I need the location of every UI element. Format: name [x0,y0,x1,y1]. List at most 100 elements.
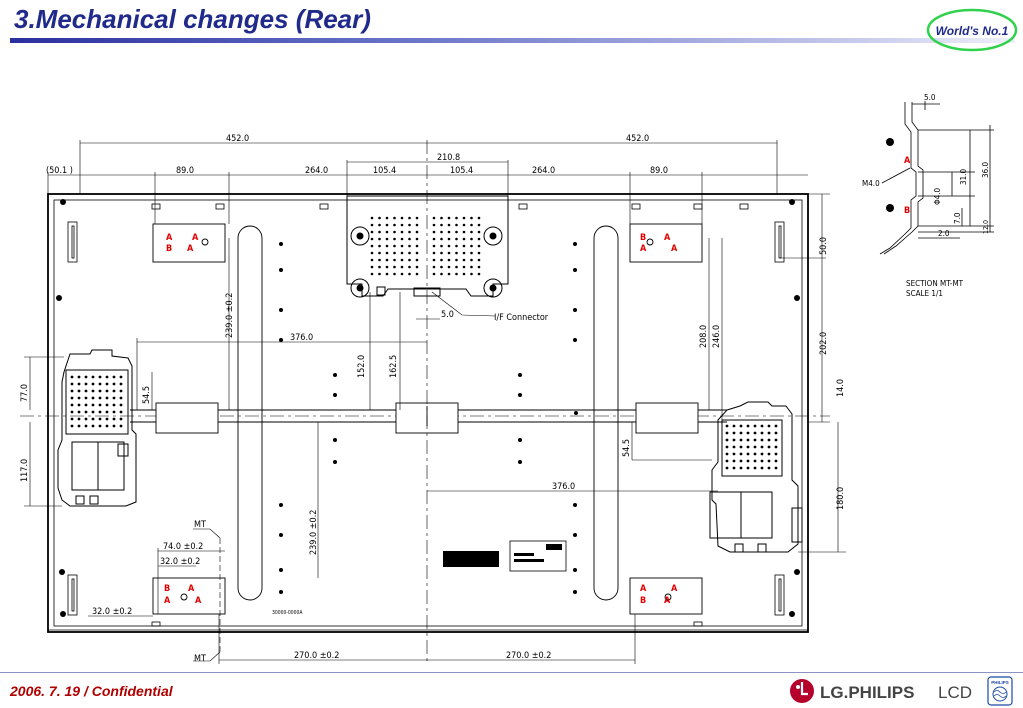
page-title: 3.Mechanical changes (Rear) [14,4,371,34]
vent-hole [119,410,123,414]
vent-hole [447,265,451,269]
vent-hole [70,382,74,386]
svg-text:PHILIPS: PHILIPS [991,680,1009,685]
vent-hole [477,272,481,276]
interface-board-vents [370,216,481,276]
vent-hole [91,403,95,407]
svg-text:I/F Connector: I/F Connector [494,313,549,323]
vent-hole [415,244,419,248]
vent-hole [477,223,481,227]
vent-hole [385,223,389,227]
vent-hole [477,258,481,262]
vent-hole [370,272,374,276]
svg-text:A: A [671,244,678,254]
svg-text:105.4: 105.4 [373,166,396,176]
svg-text:180.0: 180.0 [836,487,846,510]
svg-text:7.0: 7.0 [953,212,962,224]
vent-hole [70,375,74,379]
svg-text:B: B [640,233,646,243]
vent-hole [477,237,481,241]
vent-hole [440,223,443,227]
vent-hole [732,431,736,435]
right-module [709,401,803,553]
vent-hole [462,265,466,269]
vent-hole [774,431,778,435]
svg-text:50.0: 50.0 [819,237,829,255]
vent-hole [753,466,757,470]
vent-hole [119,389,123,393]
right-module-vents [725,424,778,470]
vent-hole [105,417,109,421]
svg-text:239.0 ±0.2: 239.0 ±0.2 [225,293,235,338]
vent-hole [91,396,95,400]
vent-hole [112,424,116,428]
vent-hole [84,410,88,414]
vent-hole [84,403,88,407]
vent-hole [70,417,74,421]
vent-hole [84,396,88,400]
vent-hole [462,258,466,262]
vent-hole [385,272,389,276]
vent-hole [725,466,729,470]
vent-hole [774,445,778,449]
svg-text:264.0: 264.0 [305,166,328,176]
vent-hole [462,230,466,234]
vent-hole [462,223,466,227]
svg-text:MT: MT [194,520,206,530]
svg-text:246.0: 246.0 [712,325,722,348]
vent-hole [477,216,481,220]
vent-hole [725,438,729,442]
svg-text:30000-0000A: 30000-0000A [272,610,303,616]
title-underline-bar [10,38,1015,43]
vent-hole [725,459,729,463]
vent-hole [370,265,374,269]
vent-hole [432,244,436,248]
vent-hole [400,230,404,234]
svg-text:74.0 ±0.2: 74.0 ±0.2 [163,542,203,552]
vent-hole [746,452,750,456]
vent-hole [470,216,473,220]
vent-hole [432,237,436,241]
svg-text:152.0: 152.0 [357,355,367,378]
vent-hole [91,375,95,379]
svg-text:32.0 ±0.2: 32.0 ±0.2 [160,557,200,567]
svg-text:A: A [640,584,647,594]
interface-board [346,195,509,298]
vent-hole [378,216,381,220]
vent-hole [408,230,411,234]
svg-text:376.0: 376.0 [552,482,575,492]
vent-hole [105,375,109,379]
vent-hole [385,251,389,255]
vent-hole [77,389,81,393]
vent-hole [385,237,389,241]
svg-text:239.0 ±0.2: 239.0 ±0.2 [309,510,319,555]
vent-hole [767,466,771,470]
vent-hole [455,223,458,227]
vent-hole [105,403,109,407]
vent-hole [415,230,419,234]
vent-hole [70,424,74,428]
vent-hole [440,251,443,255]
left-module-vents [70,375,123,428]
vent-hole [415,251,419,255]
vent-hole [753,445,757,449]
svg-text:A: A [187,244,194,254]
vent-hole [400,216,404,220]
vent-hole [112,396,116,400]
svg-text:202.0: 202.0 [819,332,829,355]
vent-hole [385,216,389,220]
vent-hole [91,382,95,386]
svg-text:12.0: 12.0 [982,220,990,234]
dimension-annotations [24,140,846,664]
vent-hole [408,251,411,255]
vent-hole [470,272,473,276]
vent-hole [455,265,458,269]
vent-hole [470,244,473,248]
vent-hole [760,459,764,463]
section-texts: 5.0 M4.0 31.0 36.0 Φ4.0 7.0 2.0 12.0 SEC… [862,93,990,298]
vent-hole [77,417,81,421]
svg-text:A: A [904,156,911,166]
vent-hole [415,258,419,262]
svg-text:Φ4.0: Φ4.0 [933,187,942,205]
vent-hole [462,244,466,248]
